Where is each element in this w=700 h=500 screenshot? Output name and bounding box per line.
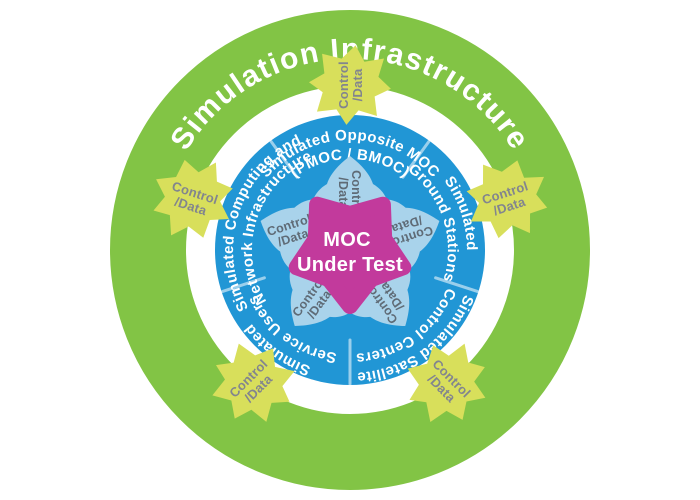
outer-badges: Control/Data Control/Data Control/Data C… — [144, 39, 557, 439]
segment-dividers — [221, 140, 479, 386]
outer-ring — [110, 10, 590, 490]
center-label: MOC Under Test — [297, 229, 403, 276]
badge-label-right: Control/Data — [480, 178, 534, 220]
divider-lower-right — [434, 276, 479, 293]
center-star — [288, 196, 412, 314]
badge-label-top: Control/Data — [336, 61, 365, 109]
divider-lower-left — [221, 276, 266, 293]
divider-upper-left — [269, 140, 299, 179]
divider-upper-right — [401, 140, 431, 179]
